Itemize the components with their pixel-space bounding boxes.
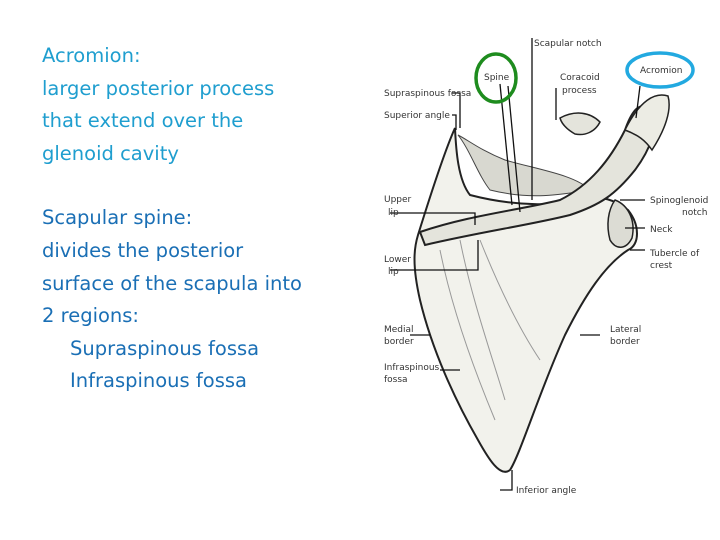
infraspinous-shading	[439, 239, 541, 421]
label-spinoglenoid-2: notch	[682, 208, 707, 218]
label-lower-lip-1: Lower	[384, 255, 411, 265]
glenoid-shape	[607, 199, 634, 248]
spine-section: Scapular spine: divides the posterior su…	[42, 202, 362, 398]
label-lateral-border-1: Lateral	[610, 325, 641, 335]
label-coracoid-1: Coracoid	[560, 73, 600, 83]
acromion-heading: Acromion:	[42, 44, 141, 67]
spine-region: Infraspinous fossa	[70, 369, 247, 393]
label-coracoid-2: process	[562, 86, 597, 96]
label-spinoglenoid-1: Spinoglenoid	[650, 196, 708, 206]
label-upper-lip-1: Upper	[384, 195, 412, 205]
label-inferior-angle: Inferior angle	[516, 486, 577, 496]
acromion-line: that extend over the	[42, 109, 244, 133]
acromion-section: Acromion: larger posterior process that …	[42, 40, 362, 170]
spine-line: 2 regions:	[42, 304, 140, 328]
label-neck: Neck	[650, 225, 673, 235]
label-medial-border-1: Medial	[384, 325, 414, 335]
label-infraspinous-1: Infraspinous	[384, 363, 440, 373]
leader-lines	[390, 38, 645, 491]
spine-heading: Scapular spine:	[42, 206, 193, 230]
scapula-diagram: Scapular notch Spine Acromion Supraspino…	[384, 38, 708, 496]
spine-highlight	[474, 52, 518, 104]
label-supraspinous-fossa: Supraspinous fossa	[384, 89, 471, 99]
label-spine: Spine	[484, 73, 510, 83]
label-lateral-border-2: border	[610, 337, 640, 347]
label-lower-lip-2: lip	[388, 267, 399, 277]
spine-region: Supraspinous fossa	[70, 336, 260, 360]
spine-line: divides the posterior	[42, 238, 244, 262]
label-scapular-notch: Scapular notch	[534, 39, 602, 49]
acromion-line: glenoid cavity	[42, 141, 179, 165]
label-medial-border-2: border	[384, 337, 414, 347]
description-text: Acromion: larger posterior process that …	[42, 40, 362, 398]
label-acromion: Acromion	[640, 66, 682, 76]
acromion-highlight	[625, 51, 695, 89]
acromion-line: larger posterior process	[42, 76, 275, 100]
label-infraspinous-2: fossa	[384, 375, 408, 385]
label-tubercle-1: Tubercle of	[649, 249, 700, 259]
label-tubercle-2: crest	[650, 261, 673, 271]
label-upper-lip-2: lip	[388, 208, 399, 218]
spine-line: surface of the scapula into	[42, 271, 302, 295]
acromion-shape	[623, 94, 670, 152]
coracoid-shape	[559, 112, 601, 136]
label-superior-angle: Superior angle	[384, 111, 450, 121]
supraspinous-fossa-shape	[457, 134, 592, 197]
